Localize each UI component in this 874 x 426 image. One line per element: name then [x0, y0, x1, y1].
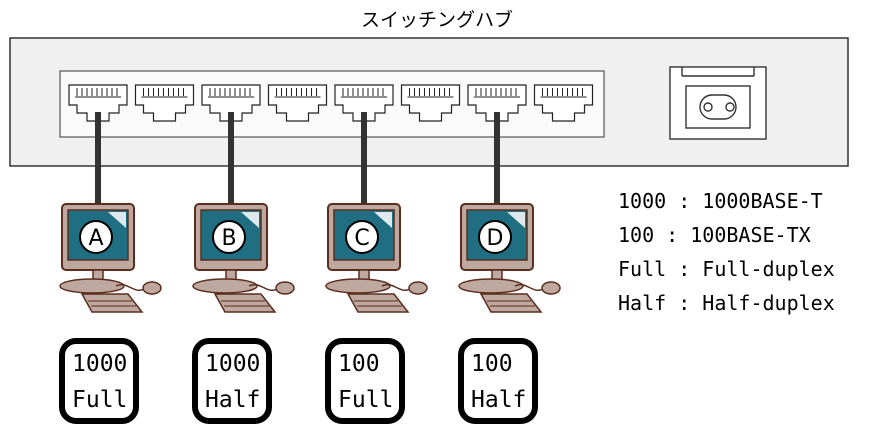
ethernet-port [400, 84, 461, 122]
network-cable [228, 112, 234, 204]
computer-b: B [192, 203, 295, 313]
socket-hole-left [703, 102, 713, 112]
legend-entry: Half : Half-duplex [618, 291, 835, 315]
speed-value: 100 [338, 351, 380, 377]
ethernet-port [201, 84, 261, 122]
computer-letter-circle [478, 220, 512, 254]
keyboard [479, 293, 543, 313]
speed-value: 1000 [205, 351, 260, 377]
computer-letter: B [221, 226, 236, 251]
duplex-value: Full [72, 387, 127, 413]
computer-c: C [325, 203, 428, 313]
legend-entry: Full : Full-duplex [618, 257, 835, 281]
mouse [275, 281, 295, 295]
power-inlet [669, 66, 767, 140]
legend-entry: 1000 : 1000BASE-T [618, 189, 823, 213]
computer-letter: C [354, 226, 369, 251]
network-cable [95, 112, 101, 204]
keyboard [346, 293, 410, 313]
network-cable [361, 112, 367, 204]
monitor-base [192, 278, 258, 294]
computer-letter-circle [212, 220, 246, 254]
mouse [541, 281, 561, 295]
network-cable [494, 112, 500, 204]
legend: 1000 : 1000BASE-T 100 : 100BASE-TX Full : … [618, 189, 835, 315]
duplex-value: Half [471, 387, 526, 413]
mouse [142, 281, 162, 295]
hub-title: スイッチングハブ [361, 8, 513, 31]
ethernet-port [533, 84, 594, 122]
computer-group: A B C D [59, 203, 561, 313]
ethernet-port [334, 84, 394, 122]
setting-label-box [325, 338, 405, 424]
computer-letter-circle [79, 220, 113, 254]
keyboard [213, 293, 277, 313]
computer-a: A [59, 203, 162, 313]
socket-hole-right [725, 102, 735, 112]
monitor-base [59, 278, 125, 294]
speed-value: 1000 [72, 351, 127, 377]
ethernet-port [68, 84, 128, 122]
ethernet-port [134, 84, 195, 122]
setting-label-box [59, 338, 139, 424]
computer-letter-circle [345, 220, 379, 254]
mouse [408, 281, 428, 295]
duplex-value: Half [205, 387, 260, 413]
duplex-value: Full [338, 387, 393, 413]
speed-value: 100 [471, 351, 513, 377]
switching-hub [9, 37, 849, 167]
port-group [68, 84, 594, 122]
monitor-base [325, 278, 391, 294]
legend-entry: 100 : 100BASE-TX [618, 223, 811, 247]
setting-label-box [192, 338, 272, 424]
ethernet-port [467, 84, 527, 122]
computer-letter: A [88, 226, 103, 251]
computer-letter: D [487, 226, 504, 251]
cable-group [95, 112, 500, 204]
keyboard [80, 293, 144, 313]
monitor-base [458, 278, 524, 294]
setting-label-box [458, 338, 538, 424]
ethernet-port [267, 84, 328, 122]
computer-d: D [458, 203, 561, 313]
